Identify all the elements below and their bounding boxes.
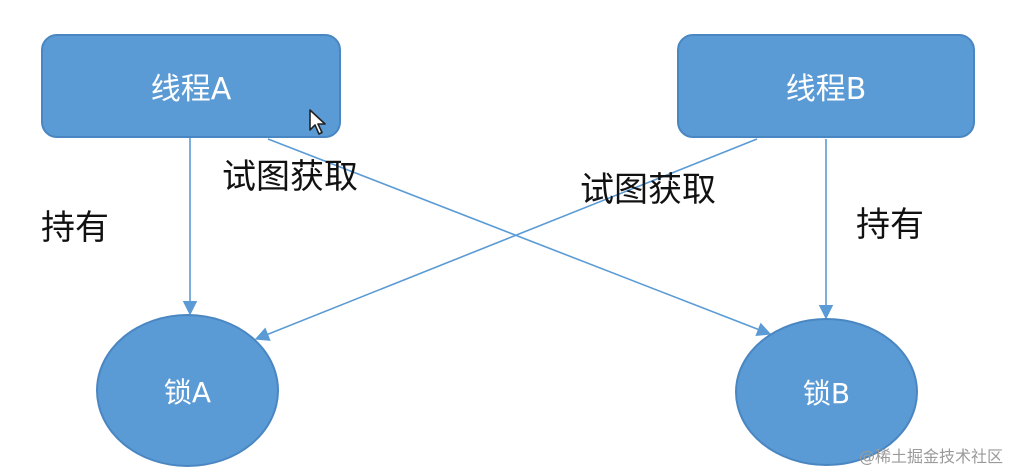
edge-label-b-holds: 持有 bbox=[856, 205, 924, 245]
node-thread-b-label: 线程B bbox=[785, 72, 867, 107]
node-thread-b: 线程B bbox=[677, 34, 975, 138]
node-lock-a: 锁A bbox=[96, 314, 279, 467]
node-lock-b: 锁B bbox=[735, 318, 918, 466]
edge-thread-a-tries-lock-b bbox=[267, 138, 772, 337]
edge-label-a-tries: 试图获取 bbox=[222, 157, 358, 197]
edge-label-b-tries: 试图获取 bbox=[580, 170, 716, 210]
edge-thread-b-tries-lock-a bbox=[254, 138, 758, 341]
node-lock-b-label: 锁B bbox=[802, 377, 851, 410]
node-thread-a-label: 线程A bbox=[150, 72, 232, 107]
watermark: @稀土掘金技术社区 bbox=[858, 447, 1003, 466]
node-lock-a-label: 锁A bbox=[163, 375, 212, 409]
node-thread-a: 线程A bbox=[41, 34, 341, 138]
mouse-pointer-icon bbox=[309, 109, 326, 135]
edge-label-a-holds: 持有 bbox=[41, 208, 109, 248]
